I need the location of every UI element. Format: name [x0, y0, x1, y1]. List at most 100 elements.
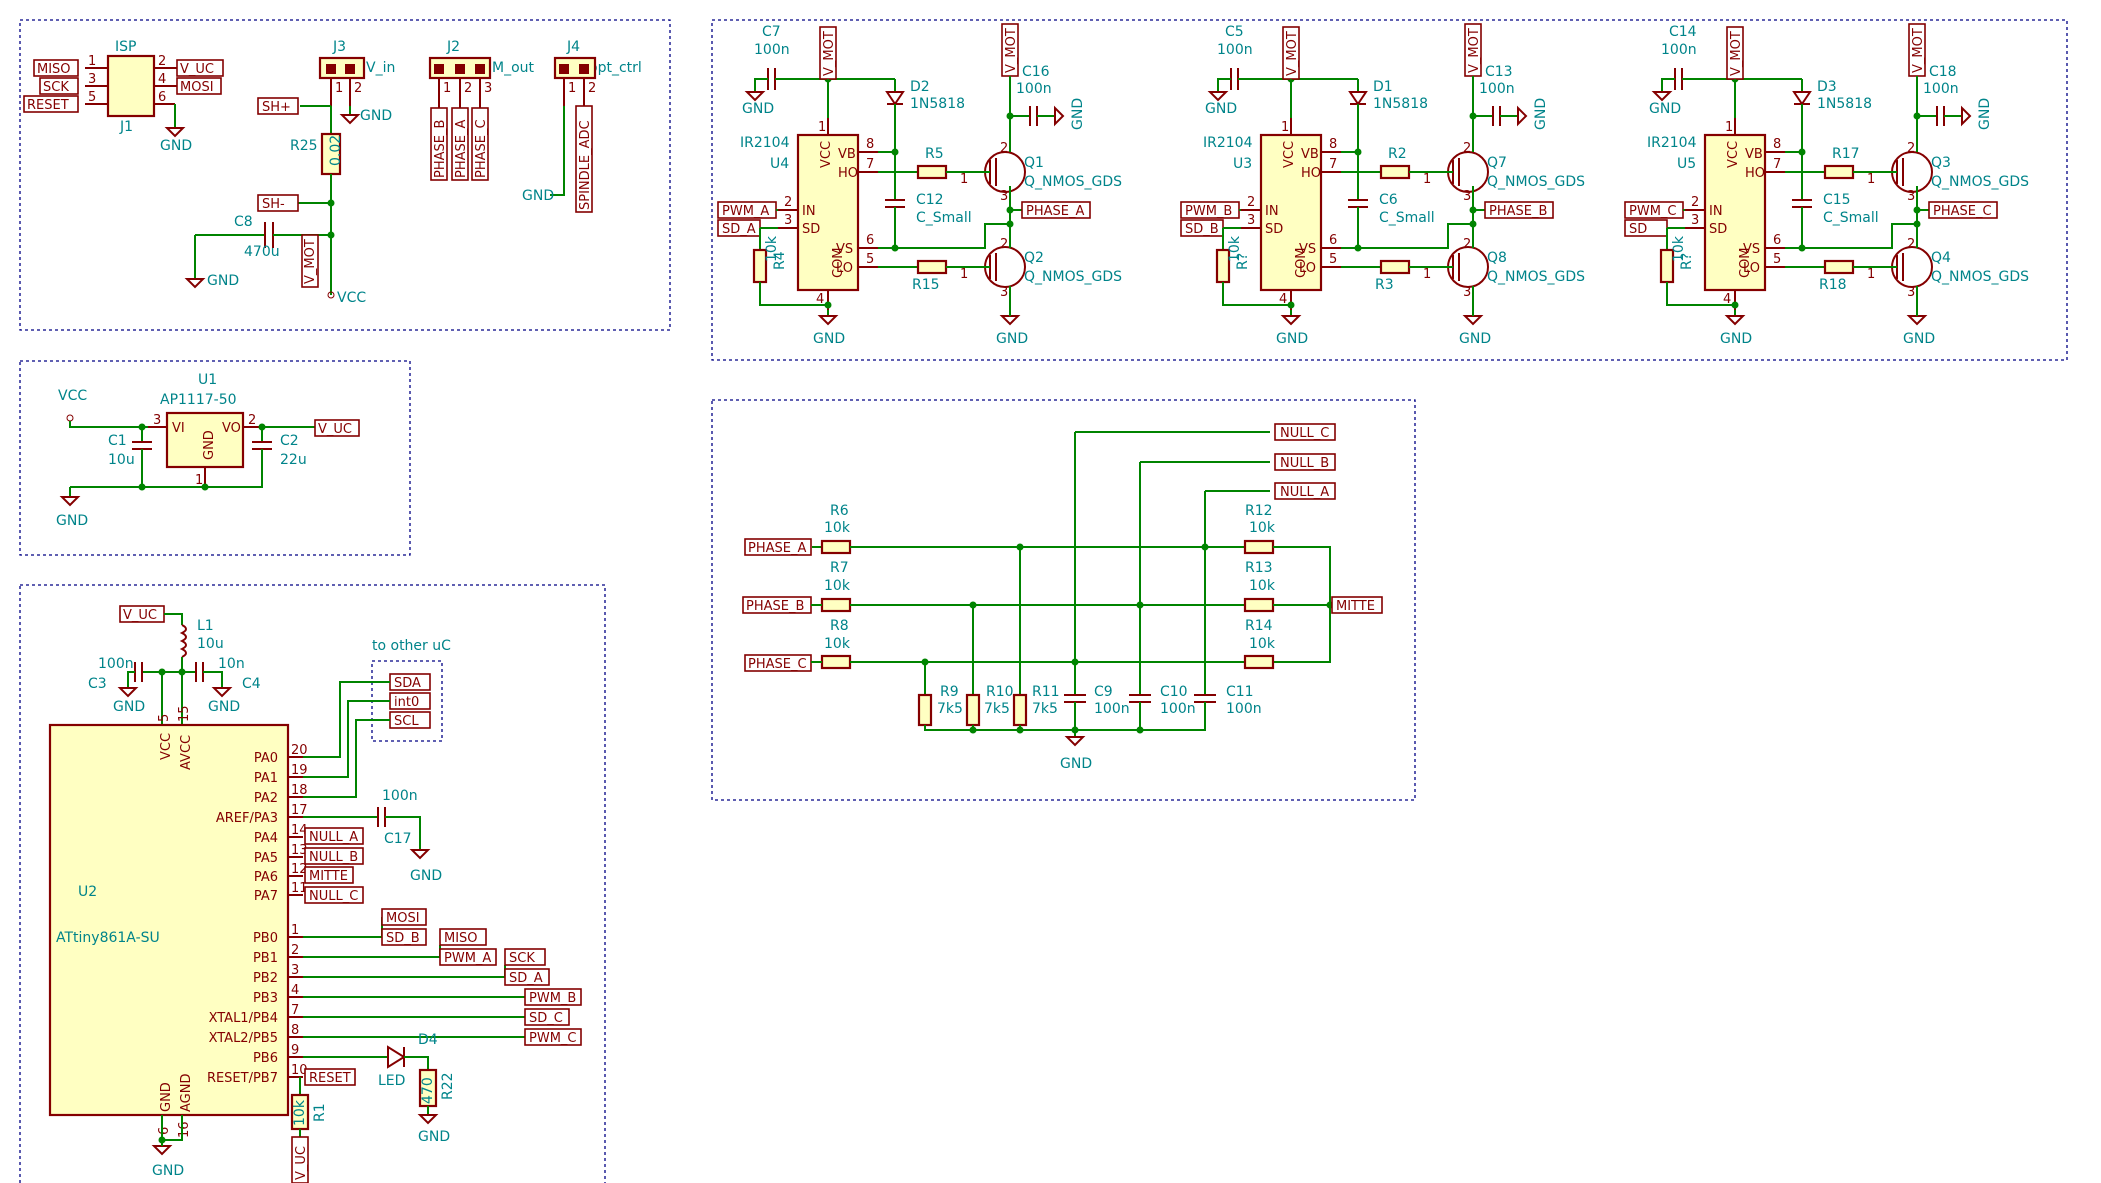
driver-text: SD [1629, 222, 1647, 237]
driver-text: COM [831, 247, 846, 278]
driver-text: VCC [1282, 141, 1297, 168]
svg-text:NULL_B: NULL_B [1280, 456, 1329, 471]
svg-text:10k: 10k [1249, 636, 1276, 652]
driver-text: VB [1745, 147, 1763, 162]
mcu-pin-label: PB0 [253, 931, 278, 946]
driver-text: R15 [912, 277, 940, 293]
isp-ref: ISP [115, 39, 136, 55]
svg-text:C9: C9 [1094, 684, 1113, 700]
driver-text: LO [1299, 261, 1316, 276]
svg-text:6: 6 [157, 1127, 172, 1135]
driver-text: 1N5818 [1817, 96, 1872, 112]
svg-text:GND: GND [410, 868, 442, 884]
driver-text: 1 [960, 267, 968, 282]
mcu-pin-list: PA020PA119PA218AREF/PA317PA414PA513PA612… [207, 743, 308, 1086]
driver-text: 8 [866, 137, 874, 152]
driver-text: VCC [1726, 141, 1741, 168]
mcu-pin-label: PB3 [253, 991, 278, 1006]
mcu-pin-label: PA2 [254, 791, 278, 806]
mcu-pin-label: RESET/PB7 [207, 1071, 278, 1086]
svg-text:AVCC: AVCC [179, 735, 194, 770]
driver-text: PHASE_B [1489, 204, 1547, 219]
driver-text: 10k [1671, 235, 1687, 262]
driver-text: C13 [1485, 64, 1513, 80]
driver-text: 1N5818 [910, 96, 965, 112]
svg-text:SD_B: SD_B [386, 931, 420, 946]
driver-text: C6 [1379, 192, 1398, 208]
driver-text: R? [1679, 253, 1695, 270]
driver-text: D1 [1373, 79, 1393, 95]
driver-text: 10k [1227, 235, 1243, 262]
driver-text: Q1 [1024, 155, 1044, 171]
driver-text: SD [802, 222, 820, 237]
driver-text: 1 [1867, 267, 1875, 282]
driver-text: 8 [1773, 137, 1781, 152]
svg-text:7k5: 7k5 [937, 701, 963, 717]
isp-subref: J1 [119, 119, 133, 135]
svg-text:2: 2 [248, 413, 256, 428]
driver-text: Q7 [1487, 155, 1507, 171]
svg-text:GND: GND [202, 430, 217, 460]
driver-text: 10k [764, 235, 780, 262]
svg-text:MISO: MISO [444, 931, 478, 946]
driver-text: C_Small [916, 210, 972, 226]
svg-text:1: 1 [195, 473, 203, 488]
driver-text: 6 [1329, 233, 1337, 248]
driver-text: Q_NMOS_GDS [1024, 269, 1122, 285]
svg-text:C10: C10 [1160, 684, 1188, 700]
svg-text:10k: 10k [824, 578, 851, 594]
svg-text:GND: GND [56, 513, 88, 529]
svg-text:NULL_A: NULL_A [1280, 485, 1329, 500]
svg-text:R6: R6 [830, 503, 849, 519]
driver-text: 3 [1907, 285, 1915, 300]
driver-text: 5 [1773, 252, 1781, 267]
svg-text:RESET: RESET [309, 1071, 351, 1086]
svg-text:C17: C17 [384, 831, 412, 847]
svg-text:7k5: 7k5 [984, 701, 1010, 717]
driver-text: 1 [818, 120, 826, 135]
svg-text:V_in: V_in [366, 60, 395, 76]
driver-text: SD_A [722, 222, 756, 237]
driver-text: IN [1709, 204, 1723, 219]
driver-text: C18 [1929, 64, 1957, 80]
svg-text:100n: 100n [1094, 701, 1130, 717]
svg-text:0.02: 0.02 [328, 135, 344, 166]
driver-text: 7 [866, 157, 874, 172]
mcu-pin-label: XTAL1/PB4 [209, 1011, 278, 1026]
svg-text:16: 16 [177, 1121, 192, 1138]
svg-text:M_out: M_out [492, 60, 535, 76]
mcu-pin-number: 17 [291, 803, 308, 818]
svg-text:J2: J2 [446, 39, 460, 55]
mcu-pin-number: 14 [291, 823, 308, 838]
driver-text: D3 [1817, 79, 1837, 95]
driver-text: 1 [1423, 172, 1431, 187]
driver-text: LO [1743, 261, 1760, 276]
svg-text:R25: R25 [290, 138, 318, 154]
svg-text:R8: R8 [830, 618, 849, 634]
driver-text: Q8 [1487, 250, 1507, 266]
mcu-pin-label: PA4 [254, 831, 278, 846]
mcu-pin-label: PA1 [254, 771, 278, 786]
driver-text: GND [1205, 101, 1237, 117]
svg-text:MITTE: MITTE [309, 869, 348, 884]
driver-text: 3 [1907, 189, 1915, 204]
driver-text: 3 [1463, 189, 1471, 204]
svg-text:R14: R14 [1245, 618, 1273, 634]
driver-text: VS [836, 242, 853, 257]
svg-text:C3: C3 [88, 676, 107, 692]
driver-text: GND [1459, 331, 1491, 347]
flag-sh-plus: SH+ [262, 100, 291, 115]
svg-text:5: 5 [157, 714, 172, 722]
svg-text:100n: 100n [1226, 701, 1262, 717]
driver-text: LO [836, 261, 853, 276]
driver-text: 2 [1463, 141, 1471, 156]
driver-text: C_Small [1379, 210, 1435, 226]
flag-reset: RESET [27, 98, 69, 113]
svg-text:470u: 470u [244, 244, 280, 260]
svg-text:R1: R1 [312, 1103, 328, 1122]
flag-miso: MISO [37, 62, 71, 77]
capacitor-c8: C8 470u GND V_MOT VCC [184, 214, 366, 306]
